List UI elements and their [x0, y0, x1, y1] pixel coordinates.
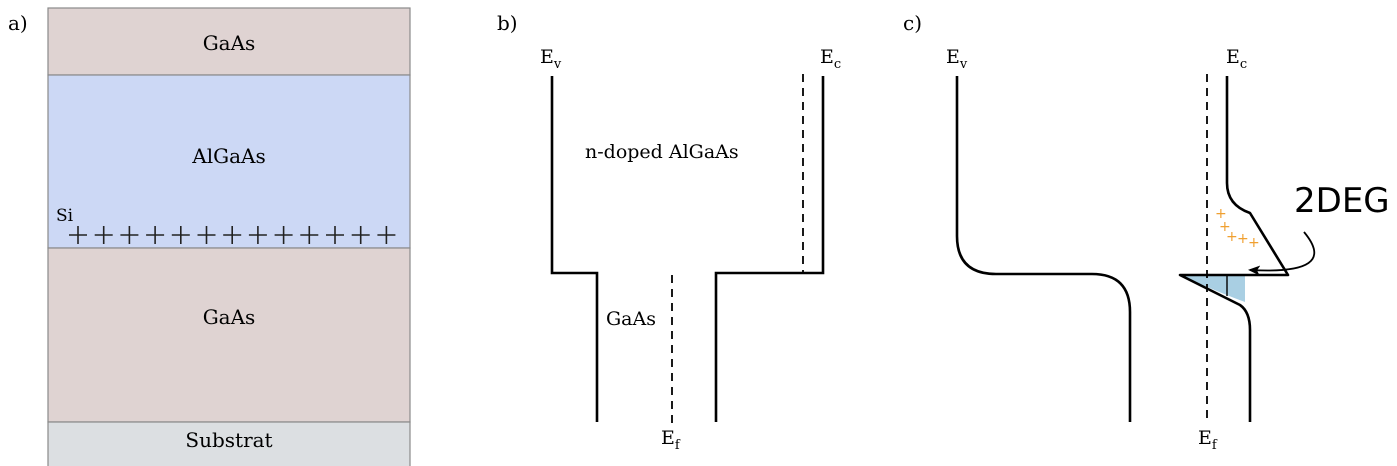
2deg-callout-label: 2DEG: [1294, 181, 1390, 221]
donor-plus: +: [1226, 229, 1238, 245]
ionized-donors: + + + + +: [1215, 206, 1260, 251]
b-well-label: GaAs: [606, 308, 656, 330]
gaas-channel-label: GaAs: [203, 305, 256, 329]
donor-plus: +: [1237, 231, 1249, 247]
panel-b: b) Ev Ec Ef n-doped AlGaAs GaAs: [497, 11, 841, 453]
b-ev-label: Ev: [540, 46, 562, 72]
si-dopant-plus: [377, 226, 396, 244]
b-ec-label: Ec: [820, 46, 841, 72]
si-dopant-plus: [94, 226, 113, 244]
si-dopant-plus: [274, 226, 293, 244]
si-delta-doping-row: [69, 226, 396, 244]
panel-c: c) Ev Ec Ef + + + + + 2DEG: [903, 11, 1390, 453]
c-ef-label: Ef: [1198, 427, 1218, 453]
b-valence-band-edge: [550, 76, 599, 422]
b-barrier-label: n-doped AlGaAs: [585, 141, 739, 163]
donor-plus: +: [1248, 235, 1260, 251]
b-conduction-band-edge: [714, 76, 825, 422]
si-dopant-label: Si: [56, 206, 74, 226]
algaas-barrier-layer: [47, 74, 411, 249]
si-dopant-plus: [326, 226, 344, 244]
si-dopant-plus: [300, 226, 319, 244]
si-dopant-plus: [351, 226, 370, 244]
c-valence-band-edge: [955, 76, 1132, 422]
panel-c-label: c): [903, 11, 922, 35]
substrate-label: Substrat: [185, 428, 272, 452]
algaas-label: AlGaAs: [191, 144, 265, 168]
donor-plus: +: [1215, 206, 1227, 222]
si-dopant-plus: [248, 226, 267, 244]
c-ev-label: Ev: [946, 46, 968, 72]
substrate-layer: [47, 421, 411, 466]
si-dopant-plus: [223, 226, 242, 244]
b-ef-label: Ef: [661, 427, 681, 453]
si-dopant-plus: [171, 226, 190, 244]
gaas-cap-layer: [47, 7, 411, 76]
si-dopant-plus: [120, 226, 139, 244]
si-dopant-plus: [197, 226, 216, 244]
panel-a: a) GaAs AlGaAs GaAs Substrat Si: [8, 7, 411, 466]
panel-a-label: a): [8, 11, 28, 35]
panel-b-label: b): [497, 11, 518, 35]
c-conduction-band-edge: [1178, 76, 1290, 422]
gaas-channel-layer: [47, 247, 411, 423]
si-dopant-plus: [69, 226, 87, 244]
donor-plus: +: [1219, 219, 1231, 235]
2deg-callout-arrow: [1248, 231, 1316, 276]
si-dopant-plus: [146, 226, 165, 244]
gaas-cap-label: GaAs: [203, 31, 256, 55]
c-ec-label: Ec: [1226, 46, 1247, 72]
